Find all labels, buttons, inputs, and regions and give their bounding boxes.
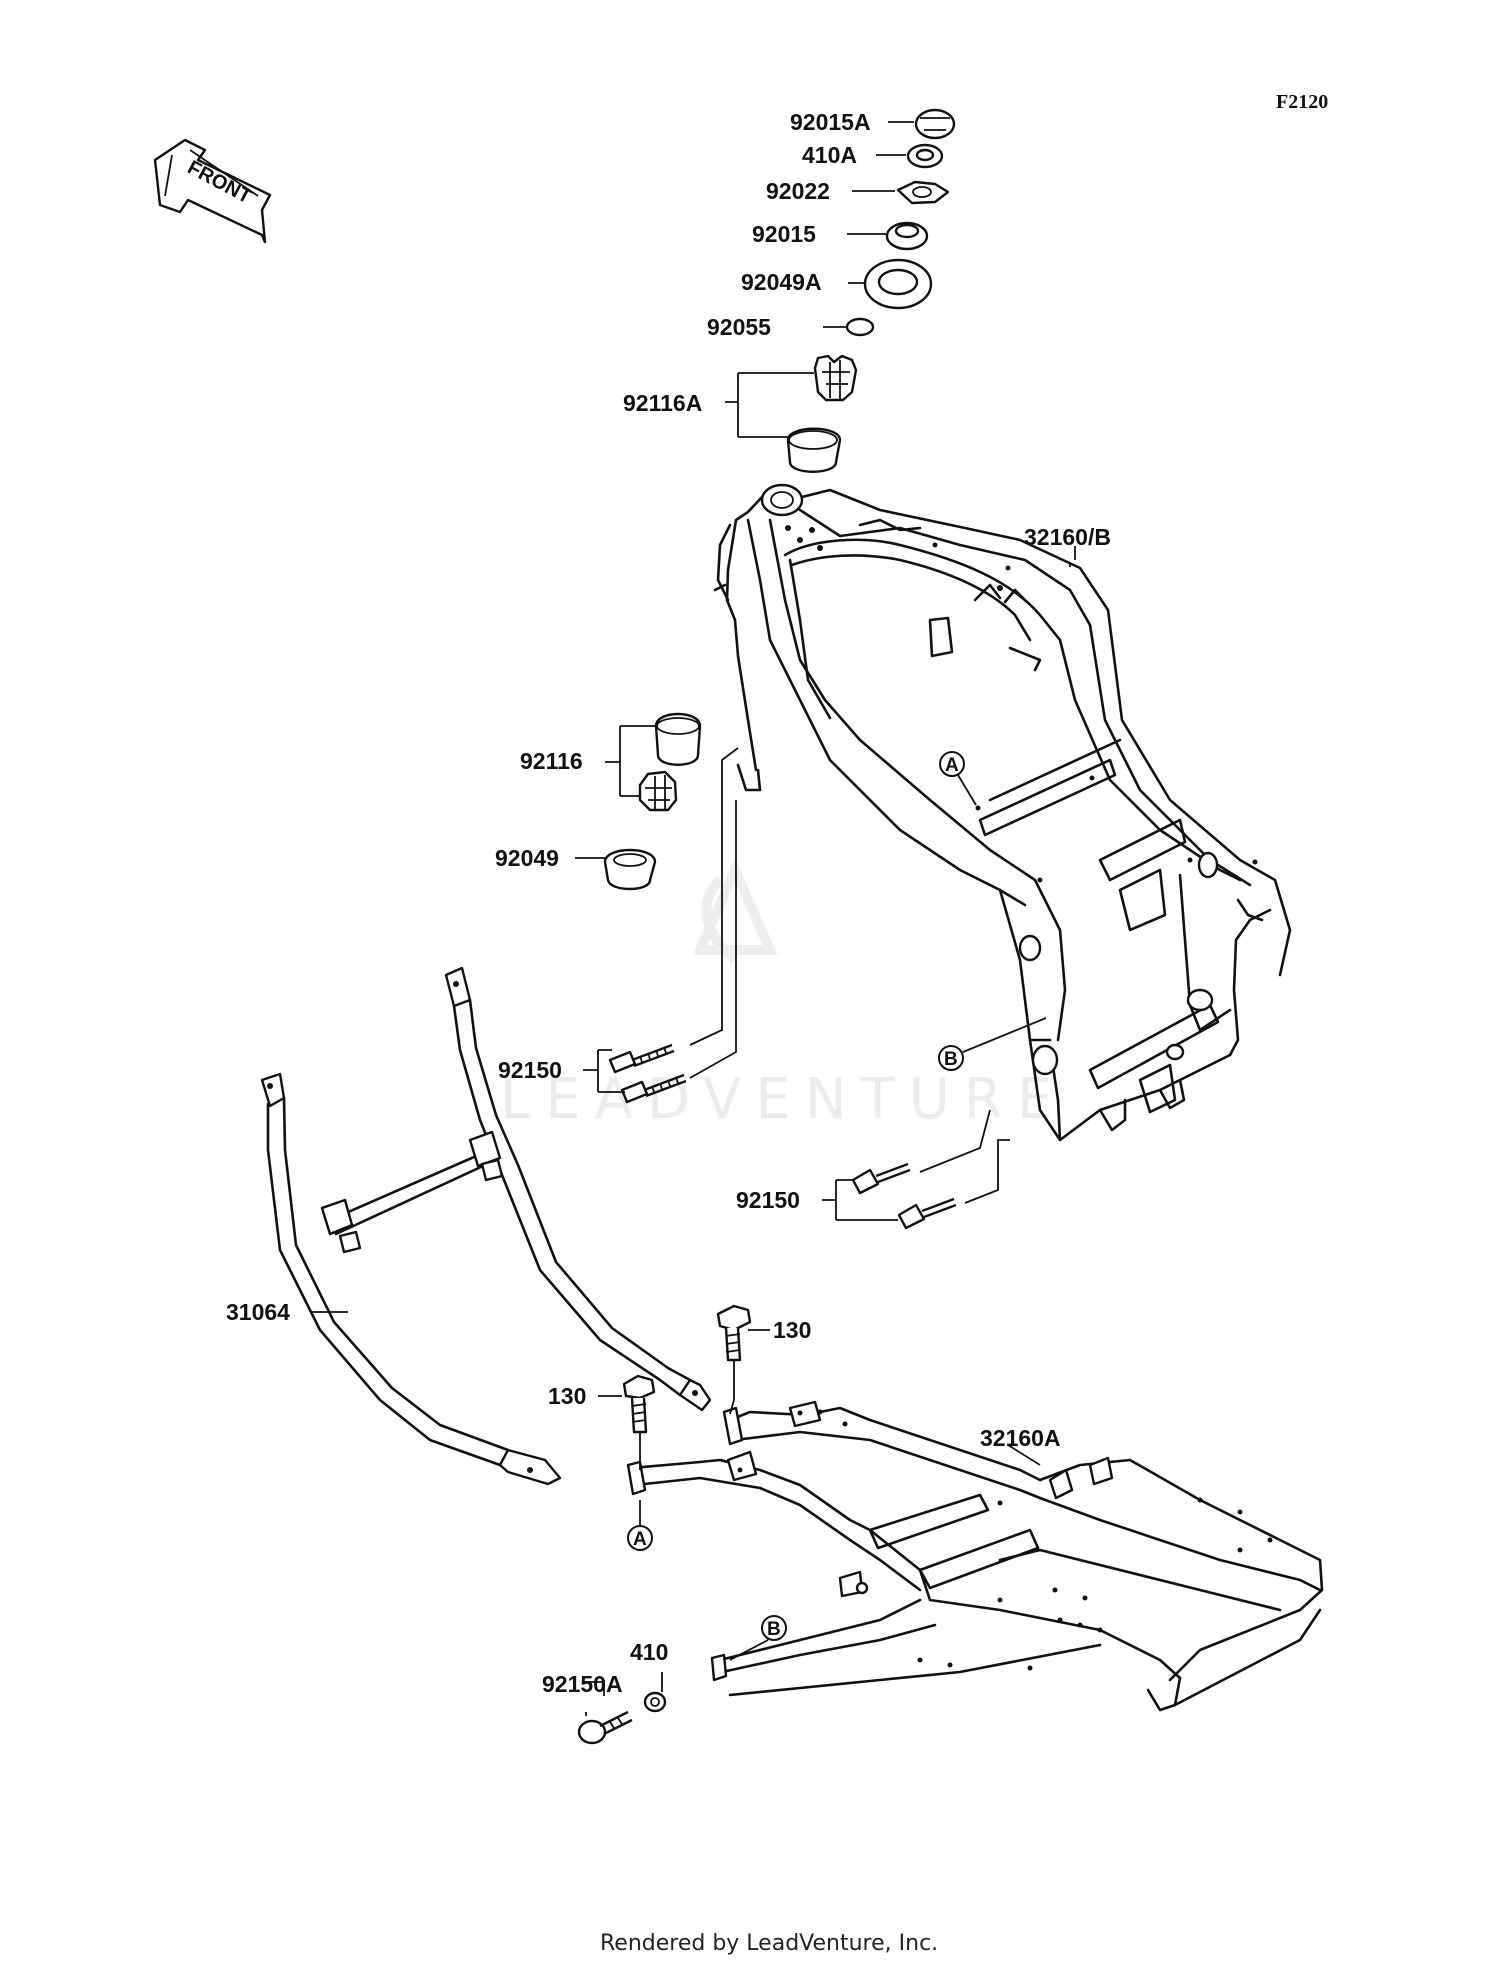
guide-lines-92150-right bbox=[919, 1109, 1010, 1204]
marker-a-subframe: A bbox=[627, 1500, 653, 1551]
label-410a: 410A bbox=[802, 142, 857, 168]
watermark-text: LEADVENTURE bbox=[500, 1067, 1066, 1132]
flange-bolt-icon bbox=[851, 1162, 911, 1195]
main-frame bbox=[713, 483, 1292, 1142]
sub-frame bbox=[626, 1400, 1324, 1712]
marker-b-frame: B bbox=[938, 1017, 1047, 1071]
leader-32160b bbox=[1069, 546, 1076, 567]
label-92116: 92116 bbox=[520, 748, 583, 774]
o-ring-icon bbox=[845, 317, 875, 337]
steering-stem-parts bbox=[786, 108, 956, 473]
label-92116a: 92116A bbox=[623, 390, 702, 416]
bolts-92150-left bbox=[608, 1043, 687, 1104]
watermark: LEADVENTURE bbox=[500, 857, 1066, 1132]
label-31064: 31064 bbox=[226, 1299, 290, 1325]
leader-130-right bbox=[729, 1329, 770, 1415]
svg-text:A: A bbox=[633, 1529, 647, 1550]
bolts-92150-right bbox=[851, 1162, 957, 1230]
front-arrow-icon: FRONT bbox=[153, 138, 272, 244]
label-92150a: 92150A bbox=[542, 1671, 623, 1697]
marker-a-frame: A bbox=[939, 751, 977, 806]
bolt-92150a-icon bbox=[577, 1710, 633, 1745]
leader-92150a bbox=[584, 1680, 605, 1716]
label-92150-right: 92150 bbox=[736, 1187, 800, 1213]
guide-lines-92150-left bbox=[689, 747, 739, 1079]
label-130-right: 130 bbox=[773, 1317, 811, 1343]
cross-member bbox=[978, 758, 1117, 837]
label-92055: 92055 bbox=[707, 314, 771, 340]
lower-bearing-icon bbox=[638, 770, 678, 812]
lower-bearing-race-icon bbox=[654, 712, 702, 766]
marker-b-subframe: B bbox=[729, 1615, 787, 1661]
down-tube-bars bbox=[260, 966, 712, 1486]
lower-bearing-parts bbox=[603, 712, 702, 891]
upper-bearing-icon bbox=[813, 354, 858, 402]
leader-130-left bbox=[598, 1395, 641, 1470]
flange-bolt-icon bbox=[897, 1197, 957, 1230]
label-130-left: 130 bbox=[548, 1383, 586, 1409]
lower-seal-icon bbox=[603, 848, 657, 891]
leader-92150-right bbox=[822, 1179, 898, 1221]
svg-text:B: B bbox=[944, 1049, 958, 1070]
flange-bolt-icon bbox=[608, 1043, 675, 1074]
washer-410-icon bbox=[643, 1691, 667, 1713]
leader-92150-left bbox=[583, 1049, 625, 1093]
label-92049: 92049 bbox=[495, 845, 559, 871]
footer-credit: Rendered by LeadVenture, Inc. bbox=[600, 1931, 938, 1956]
svg-text:A: A bbox=[945, 755, 959, 776]
svg-text:B: B bbox=[767, 1619, 781, 1640]
part-labels: 92015A 410A 92022 92015 92049A 92055 921… bbox=[226, 109, 1111, 1697]
label-32160b: 32160/B bbox=[1024, 524, 1111, 550]
dust-seal-icon bbox=[863, 258, 933, 310]
label-92150-left: 92150 bbox=[498, 1057, 562, 1083]
label-92049a: 92049A bbox=[741, 269, 822, 295]
bolt-130-right-icon bbox=[716, 1304, 752, 1362]
figure-id: F2120 bbox=[1276, 91, 1328, 113]
flange-bolt-icon bbox=[620, 1073, 687, 1104]
stem-cap-nut-icon bbox=[914, 108, 956, 140]
label-32160a: 32160A bbox=[980, 1425, 1061, 1451]
leader-lines-top bbox=[725, 121, 914, 438]
stem-nut-icon bbox=[885, 221, 929, 251]
label-92022: 92022 bbox=[766, 178, 830, 204]
label-410: 410 bbox=[630, 1639, 668, 1665]
bolt-130-left-icon bbox=[622, 1374, 656, 1434]
label-92015: 92015 bbox=[752, 221, 816, 247]
upper-bearing-race-icon bbox=[786, 427, 842, 473]
head-tube-icon bbox=[760, 483, 804, 517]
leader-32160a bbox=[1007, 1444, 1041, 1466]
lock-washer-icon bbox=[896, 180, 950, 205]
washer-icon bbox=[906, 143, 944, 169]
leader-92116 bbox=[605, 725, 655, 797]
label-92015a: 92015A bbox=[790, 109, 871, 135]
